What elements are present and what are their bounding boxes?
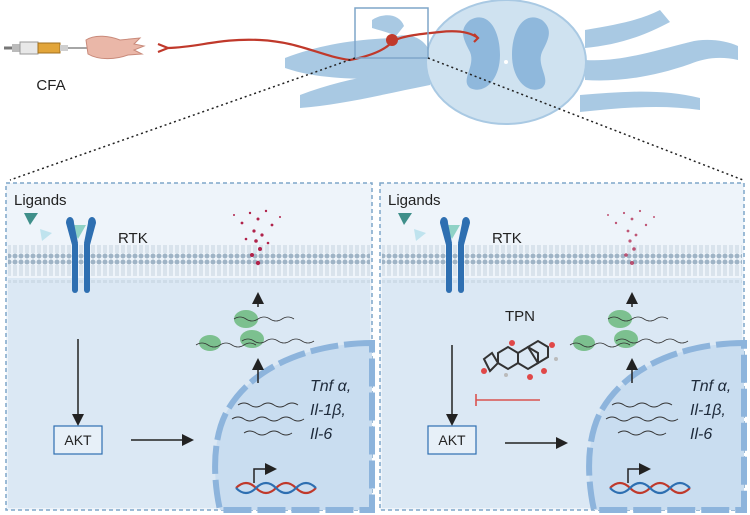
drg-soma [386, 34, 398, 46]
cytokine-release [607, 209, 655, 265]
ligands-label: Ligands [14, 192, 67, 209]
gene-il6: Il-6 [310, 426, 332, 443]
ligands-label: Ligands [388, 192, 441, 209]
cell-membrane [382, 245, 742, 283]
akt-label: AKT [438, 432, 466, 448]
rtk-receptor [440, 217, 470, 293]
cell-membrane [8, 245, 370, 283]
rtk-receptor [66, 217, 96, 293]
gene-tnf: Tnf α, [310, 378, 351, 395]
paw-icon [85, 35, 146, 60]
cfa-label: CFA [36, 77, 65, 94]
gene-il6: Il-6 [690, 426, 712, 443]
sensory-neuron [157, 30, 480, 62]
cytokine-release [233, 209, 281, 266]
cytokine-proteins [195, 310, 315, 351]
syringe-icon [4, 41, 88, 55]
gene-tnf: Tnf α, [690, 378, 731, 395]
injection-scene: CFA [4, 0, 744, 181]
zoom-line-right [427, 57, 744, 181]
akt-box [427, 425, 477, 455]
inhibition-line [475, 394, 540, 406]
panel-tpn: Ligands RTK [379, 182, 747, 513]
zoom-box [354, 7, 429, 59]
cytokine-proteins [569, 310, 689, 351]
rtk-label: RTK [492, 230, 522, 247]
zoom-line-left [9, 57, 356, 181]
tpn-label: TPN [505, 308, 535, 325]
akt-label: AKT [64, 432, 92, 448]
panel-control: Ligands RTK [5, 182, 375, 513]
rtk-label: RTK [118, 230, 148, 247]
mrna-strands [231, 402, 305, 436]
gene-il1b: Il-1β, [690, 402, 726, 419]
dna-icon [609, 463, 691, 495]
spinal-cord-section [425, 0, 587, 125]
mrna-strands [605, 402, 679, 436]
tpn-molecule-icon [481, 339, 558, 380]
gene-il1b: Il-1β, [310, 402, 346, 419]
akt-box [53, 425, 103, 455]
dna-icon [235, 463, 317, 495]
